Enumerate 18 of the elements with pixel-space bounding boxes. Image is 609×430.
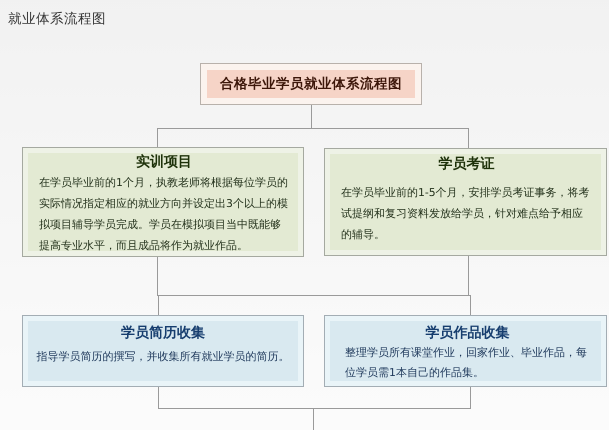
- box-text: 在学员毕业前的1-5个月，安排学员考证事务，将考试提纲和复习资料发放给学员，针对难点给予相应的辅导。: [341, 185, 591, 243]
- process-box: [22, 147, 304, 257]
- page-title: 就业体系流程图: [8, 10, 106, 28]
- box-heading: 学员作品收集: [424, 324, 510, 343]
- box-heading: 学员考证: [438, 155, 496, 174]
- connector-line: [311, 104, 469, 148]
- box-text: 整理学员所有课堂作业，回家作业、毕业作品，每位学员需1本自己的作品集。: [345, 345, 588, 381]
- connector-line: [468, 256, 471, 316]
- heading-box: [200, 63, 422, 105]
- box-heading: 学员简历收集: [120, 324, 206, 343]
- box-title: 合格毕业学员就业体系流程图: [218, 75, 403, 94]
- process-box: [324, 315, 607, 387]
- box-text: 指导学员简历的撰写，并收集所有就业学员的简历。: [36, 349, 290, 365]
- process-box: [324, 148, 607, 256]
- process-box: [22, 315, 304, 387]
- connector-line: [313, 386, 471, 430]
- box-heading: 实训项目: [135, 152, 193, 172]
- box-text: 在学员毕业前的1个月，执教老师将根据每位学员的实际情况指定相应的就业方向并设定出3个以上的模拟项目辅导学员完成。学员在模拟项目当中既能够提高专业水平，而且成品将作为就业作品。: [39, 175, 289, 254]
